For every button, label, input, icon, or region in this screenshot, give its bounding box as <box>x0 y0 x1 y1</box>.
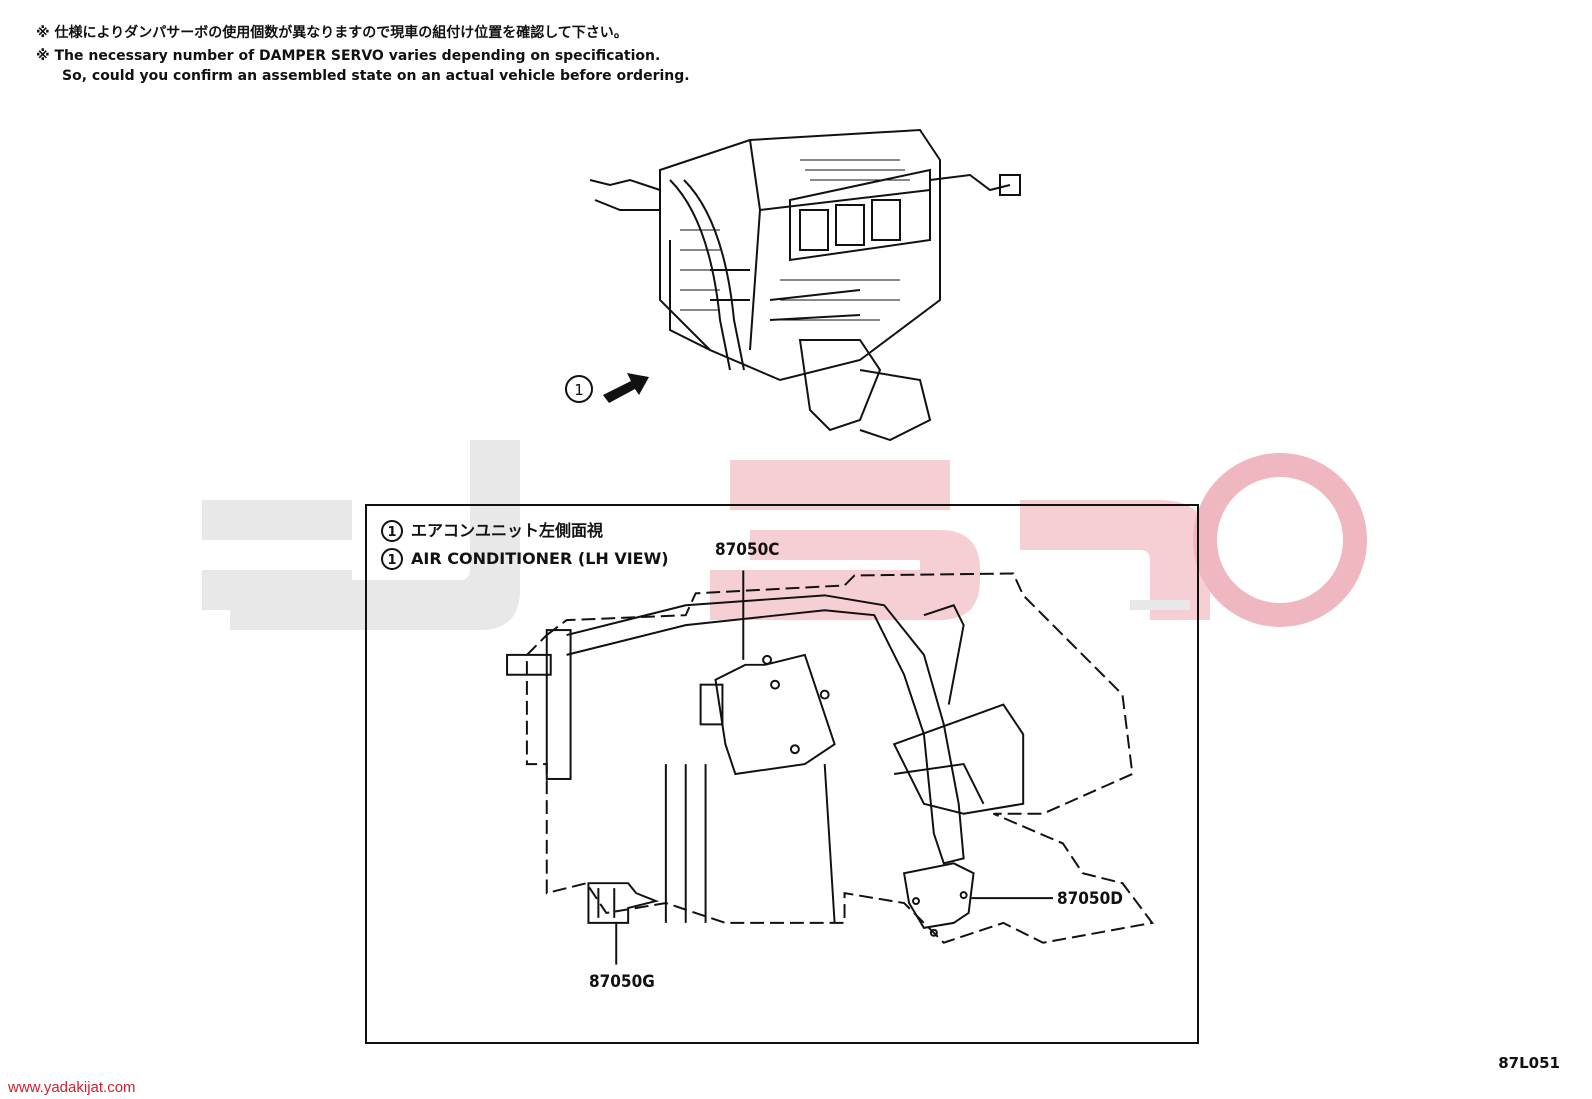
legend-number: 1 <box>381 520 403 542</box>
callout-number: 1 <box>565 375 593 403</box>
footer-website-link[interactable]: www.yadakijat.com <box>8 1079 136 1096</box>
legend-en-text: AIR CONDITIONER (LH VIEW) <box>411 549 669 568</box>
figure-code: 87L051 <box>1498 1054 1560 1072</box>
air-conditioner-lh-view-illustration <box>506 570 1154 965</box>
part-number-87050g[interactable]: 87050G <box>589 972 655 992</box>
air-conditioner-unit-illustration <box>589 128 1021 442</box>
note-japanese: ※ 仕様によりダンパサーボの使用個数が異なりますので現車の組付け位置を確認して下… <box>36 25 628 41</box>
note-english-1: ※ The necessary number of DAMPER SERVO v… <box>36 48 661 64</box>
part-number-87050d[interactable]: 87050D <box>1057 889 1123 909</box>
legend-number-en: 1 <box>381 548 403 570</box>
legend-jp: 1 エアコンユニット左側面視 <box>381 520 603 542</box>
detail-view-box: 1 エアコンユニット左側面視 1 AIR CONDITIONER (LH VIE… <box>365 504 1199 1044</box>
callout-arrow-1: 1 <box>565 369 651 409</box>
legend-jp-text: エアコンユニット左側面視 <box>411 521 604 540</box>
note-english-2: So, could you confirm an assembled state… <box>62 68 690 84</box>
watermark-logo <box>202 440 1367 630</box>
legend-en: 1 AIR CONDITIONER (LH VIEW) <box>381 548 669 570</box>
arrow-right-icon <box>603 373 649 403</box>
part-number-87050c[interactable]: 87050C <box>715 540 780 560</box>
